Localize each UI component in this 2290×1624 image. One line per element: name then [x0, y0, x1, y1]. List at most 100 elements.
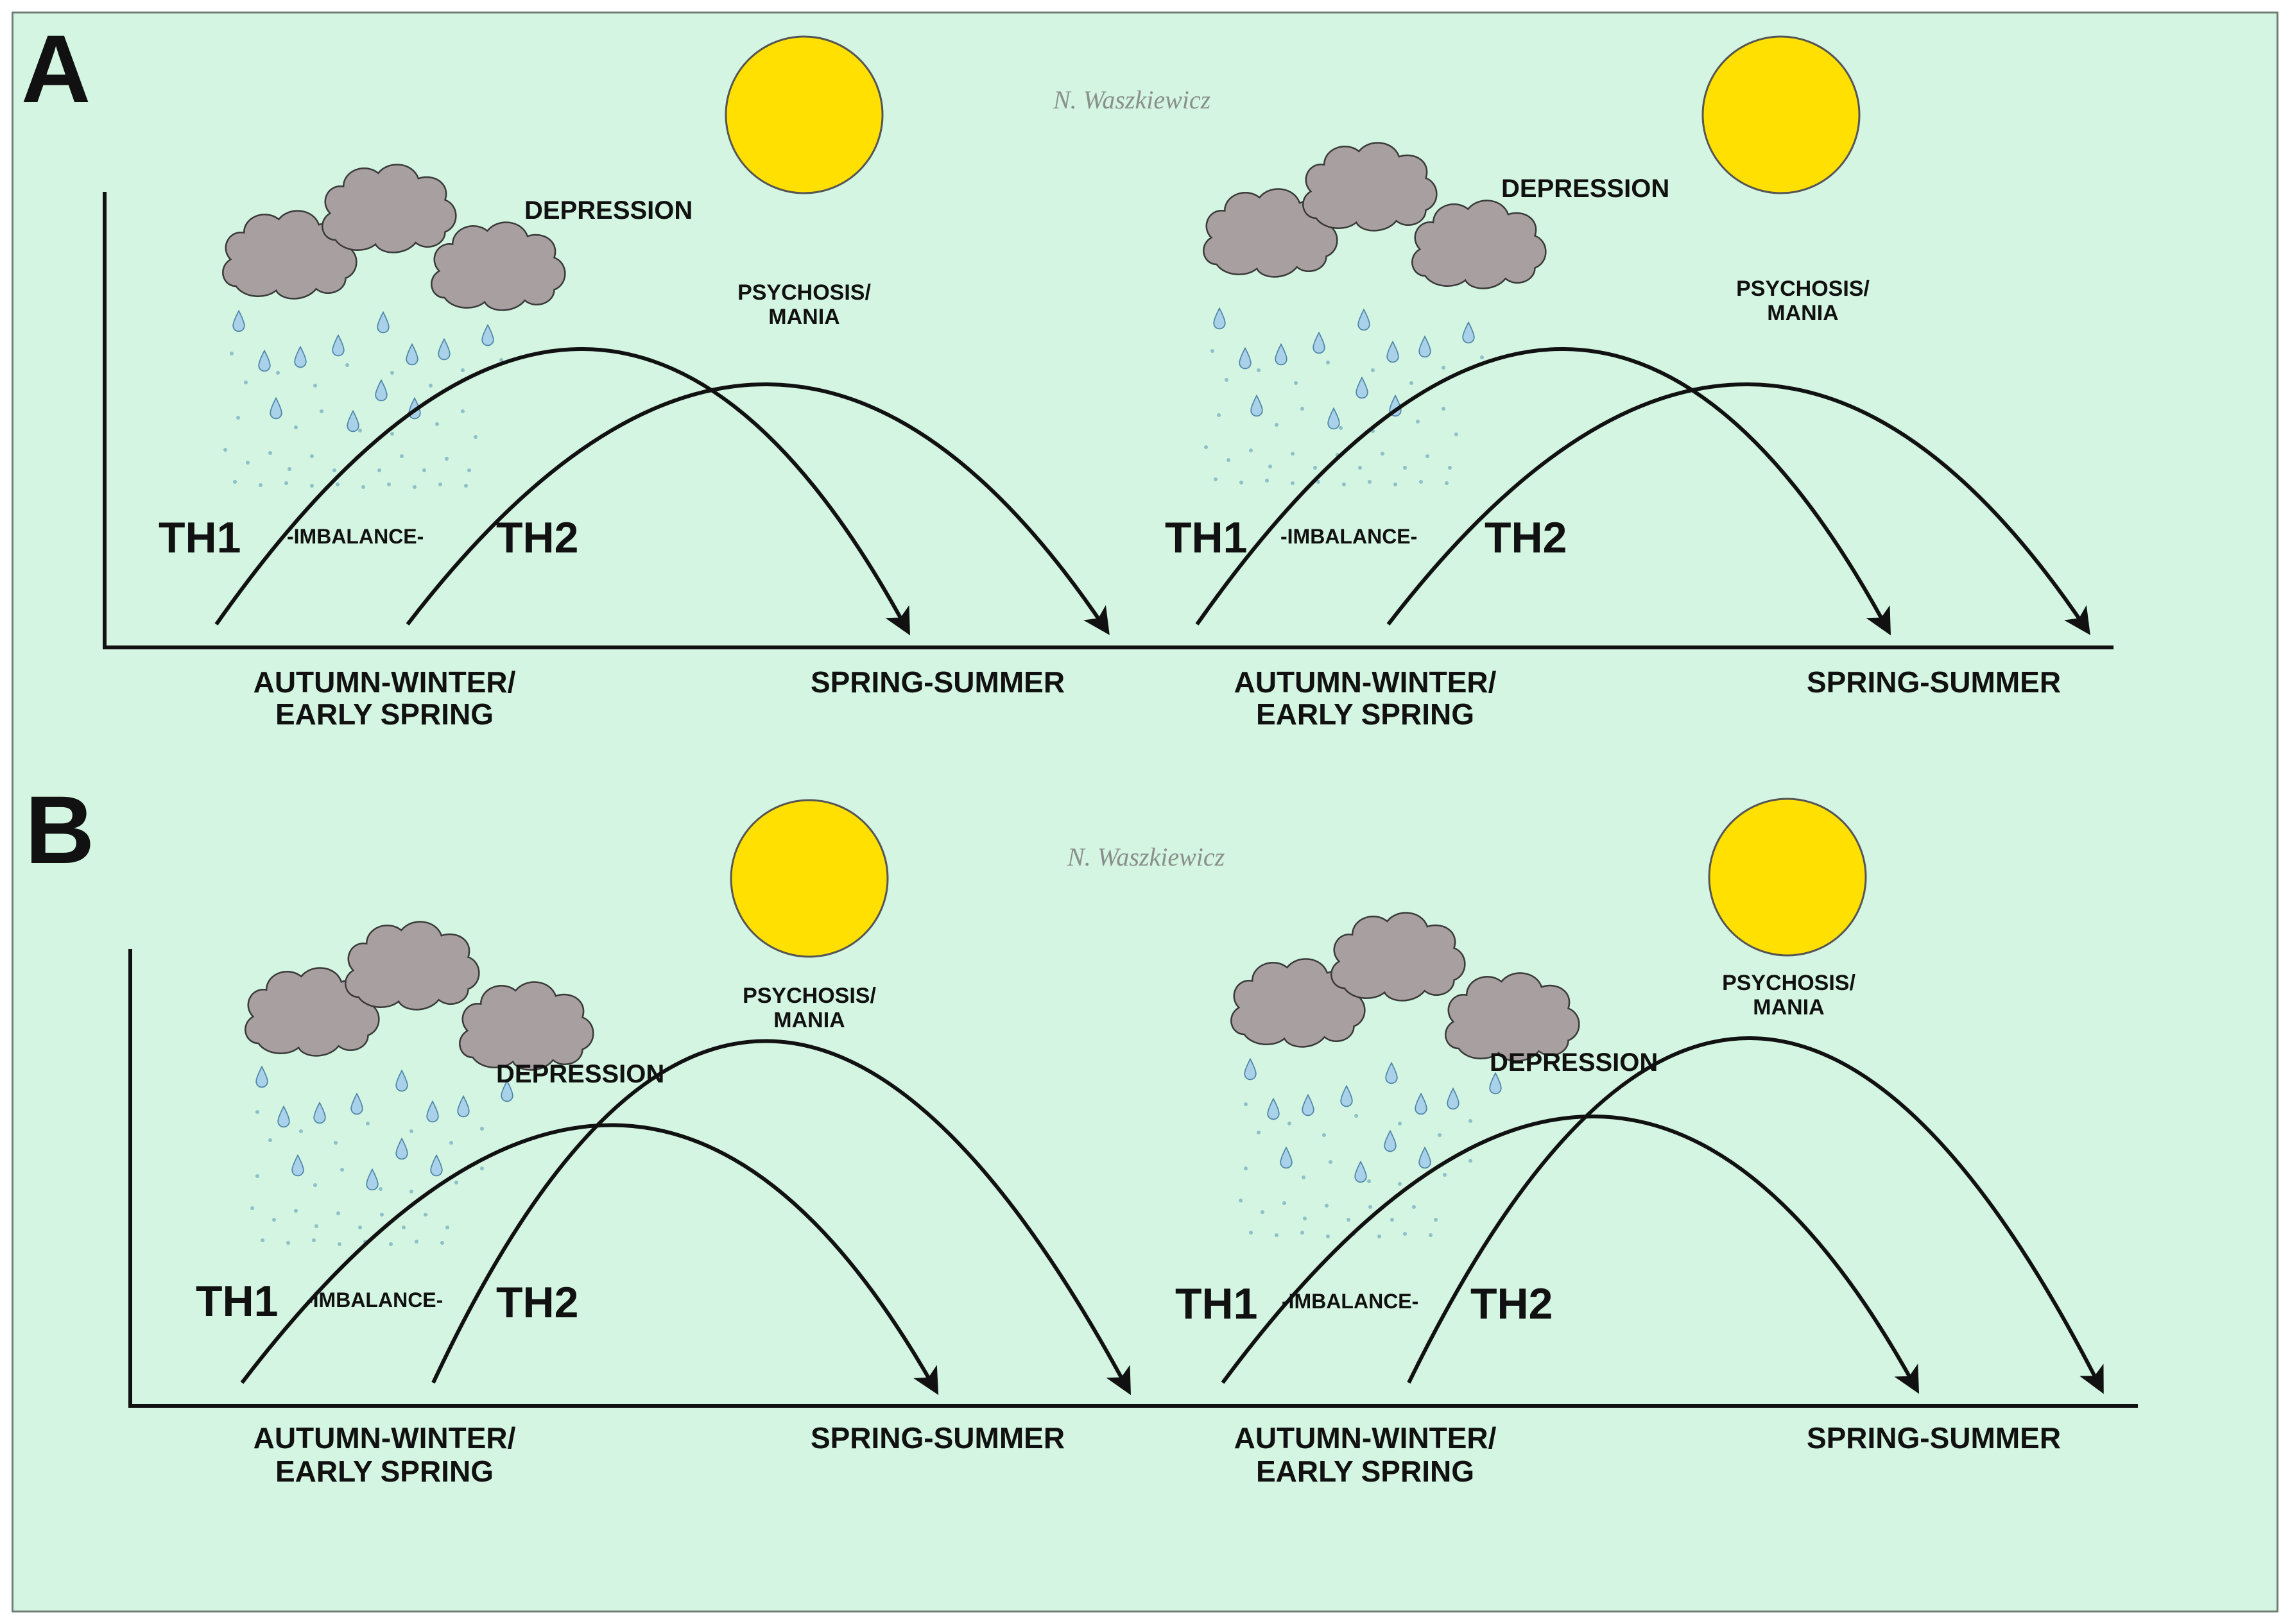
drizzle — [250, 1110, 484, 1246]
rain-area — [1204, 307, 1484, 486]
depression-label: DEPRESSION — [496, 1060, 664, 1088]
season-label-spring-summer: SPRING-SUMMER — [1807, 1421, 2061, 1455]
depression-label: DEPRESSION — [524, 196, 693, 225]
panel-a: A N. Waszkiewicz — [21, 15, 2114, 731]
season-label-spring-summer: SPRING-SUMMER — [811, 665, 1065, 699]
signature: N. Waszkiewicz — [1067, 842, 1225, 871]
raindrop-icon — [1354, 1161, 1367, 1183]
season-label-early-spring: EARLY SPRING — [275, 1455, 494, 1488]
raindrop-icon — [1462, 321, 1475, 344]
seasonal-unit-right: DEPRESSION PSYCHOSIS/ MANIA TH1 -IMBALAN… — [1165, 35, 2090, 731]
axes — [128, 949, 2138, 1408]
raindrop-icon — [1356, 377, 1368, 399]
imbalance-label: -IMBALANCE- — [1282, 1290, 1418, 1313]
th2-label: TH2 — [496, 513, 578, 562]
raindrop-icon — [430, 1154, 443, 1177]
th2-label: TH2 — [1485, 513, 1567, 562]
psychosis-label-line2: MANIA — [1753, 995, 1824, 1020]
psychosis-label-line2: MANIA — [768, 305, 839, 329]
th1-depression-curve — [240, 1123, 939, 1396]
raindrop-icon — [258, 350, 271, 372]
rain-area — [223, 310, 503, 489]
signature: N. Waszkiewicz — [1053, 85, 1211, 114]
rain-area — [250, 1066, 513, 1246]
raindrop-icon — [1384, 1130, 1397, 1152]
raindrop-icon — [1244, 1058, 1257, 1081]
cloud-icon — [1330, 911, 1466, 1002]
raindrop-icon — [232, 310, 245, 332]
depression-label: DEPRESSION — [1490, 1048, 1658, 1077]
raindrop-icon — [1239, 347, 1252, 370]
raindrop-icon — [1280, 1147, 1293, 1169]
cloud-icon — [321, 163, 457, 254]
imbalance-label: -IMBALANCE- — [287, 525, 424, 548]
depression-label: DEPRESSION — [1501, 175, 1669, 203]
raindrop-icon — [395, 1070, 408, 1092]
cloud-icon — [458, 980, 594, 1072]
raindrop-icon — [375, 379, 388, 402]
season-label-spring-summer: SPRING-SUMMER — [1807, 665, 2061, 699]
raindrop-icon — [313, 1102, 326, 1124]
raindrop-icon — [481, 324, 494, 346]
raindrop-icon — [332, 334, 345, 357]
raindrop-icon — [1213, 307, 1226, 330]
season-label-early-spring: EARLY SPRING — [275, 697, 494, 731]
raindrop-icon — [294, 346, 307, 368]
raindrop-icon — [347, 410, 359, 432]
raindrop-icon — [1340, 1085, 1353, 1107]
raindrop-icon — [395, 1138, 408, 1160]
raindrop-icon — [350, 1093, 363, 1115]
drizzle — [1239, 1102, 1472, 1238]
th2-label: TH2 — [496, 1278, 578, 1327]
figure-frame: A N. Waszkiewicz — [12, 12, 2278, 1612]
season-label-spring-summer: SPRING-SUMMER — [811, 1421, 1065, 1455]
sun-icon — [1701, 35, 1861, 194]
season-label-autumn-winter: AUTUMN-WINTER/ — [254, 665, 516, 699]
psychosis-label-line1: PSYCHOSIS/ — [737, 280, 871, 305]
raindrop-icon — [426, 1100, 439, 1123]
raindrop-icon — [291, 1154, 304, 1177]
cloud-icon — [1411, 199, 1547, 290]
th1-depression-curve — [214, 347, 910, 636]
season-label-autumn-winter: AUTUMN-WINTER/ — [254, 1421, 516, 1455]
raindrop-icon — [270, 397, 282, 420]
th2-psychosis-curve — [406, 382, 1110, 635]
th1-depression-curve — [1195, 347, 1891, 636]
raindrop-icon — [377, 311, 390, 334]
th2-psychosis-curve — [1407, 1036, 2104, 1394]
sun-icon — [1708, 798, 1867, 957]
panel-b: B N. Waszkiewicz — [25, 776, 2138, 1488]
sun-icon — [725, 35, 884, 194]
panel-letter: B — [25, 776, 94, 884]
psychosis-label-line1: PSYCHOSIS/ — [1736, 277, 1870, 301]
raindrop-icon — [1418, 1147, 1431, 1169]
raindrop-icon — [1327, 407, 1340, 430]
seasonal-unit-left: DEPRESSION PSYCHOSIS/ MANIA TH1 -IMBALAN… — [196, 799, 1131, 1488]
th1-label: TH1 — [1175, 1279, 1257, 1328]
raindrop-icon — [1418, 336, 1431, 358]
th1-label: TH1 — [196, 1277, 278, 1326]
raindrop-icon — [1250, 395, 1263, 417]
raindrop-icon — [366, 1168, 379, 1191]
psychosis-label-line1: PSYCHOSIS/ — [743, 984, 876, 1008]
raindrop-icon — [1302, 1094, 1314, 1116]
season-label-early-spring: EARLY SPRING — [1256, 1455, 1474, 1488]
th2-label: TH2 — [1470, 1279, 1553, 1328]
raindrop-icon — [1385, 1062, 1398, 1084]
sun-icon — [730, 799, 889, 958]
raindrop-icon — [1357, 309, 1370, 331]
axes — [103, 192, 2114, 649]
psychosis-label-line2: MANIA — [773, 1008, 845, 1032]
th1-label: TH1 — [1165, 513, 1247, 562]
rain-area — [1239, 1058, 1502, 1238]
raindrop-icon — [1447, 1088, 1459, 1110]
raindrop-icon — [457, 1095, 470, 1118]
season-label-autumn-winter: AUTUMN-WINTER/ — [1234, 1421, 1497, 1455]
raindrop-icon — [255, 1066, 268, 1088]
th2-psychosis-curve — [431, 1039, 1131, 1396]
drizzle — [1204, 349, 1484, 486]
raindrop-icon — [406, 343, 418, 366]
psychosis-label-line2: MANIA — [1767, 301, 1838, 325]
raindrop-icon — [1415, 1093, 1427, 1115]
raindrop-icon — [438, 338, 451, 361]
